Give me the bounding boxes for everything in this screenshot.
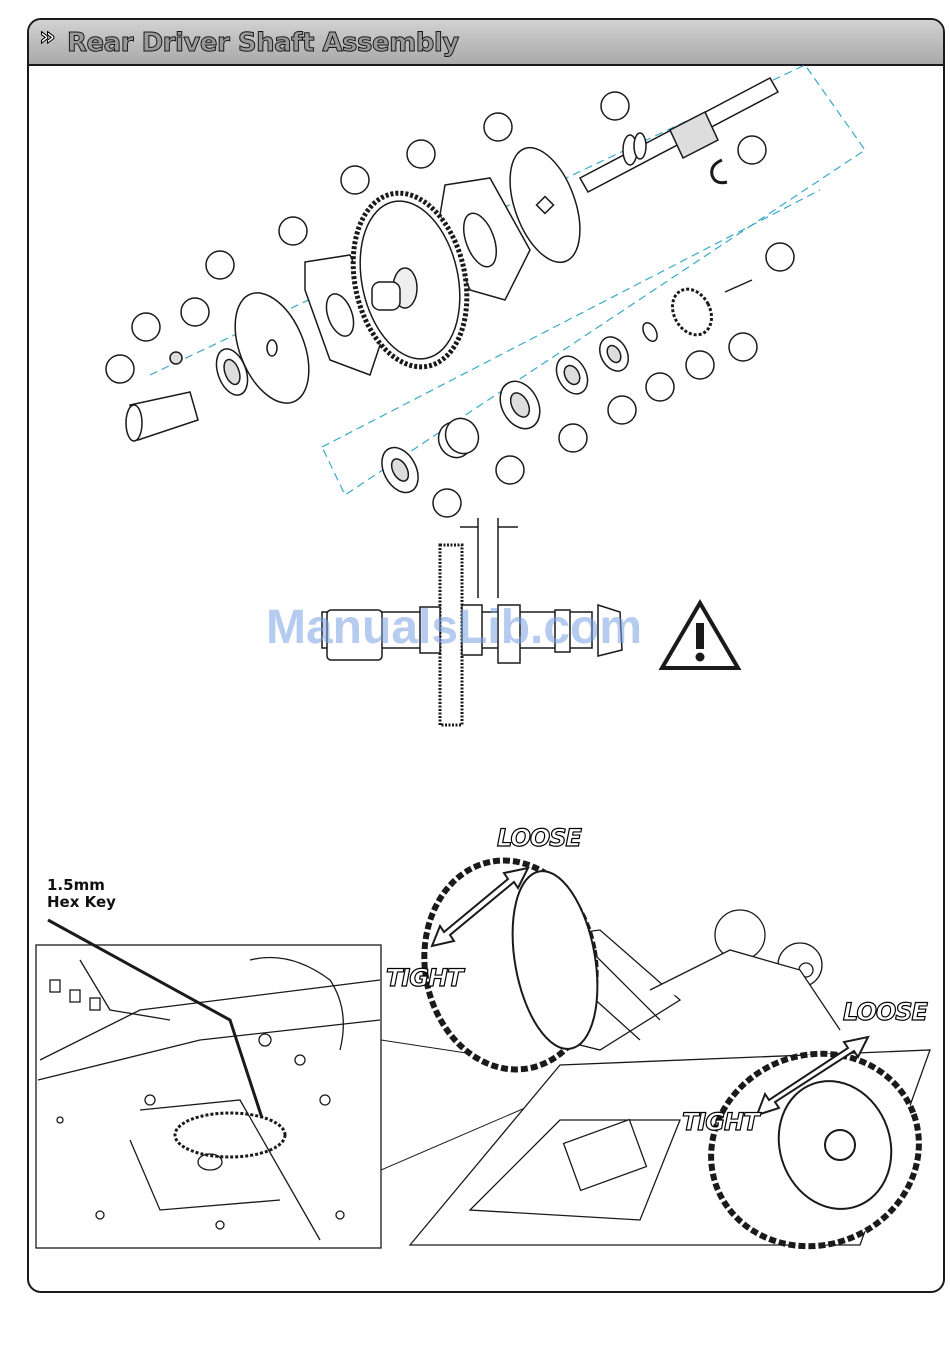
tool-name: Hex Key	[47, 894, 116, 911]
tool-label: 1.5mm Hex Key	[47, 877, 116, 911]
warning-triangle-icon	[662, 603, 738, 668]
outdrive-cup	[126, 345, 253, 441]
tight-label-left: TIGHT	[386, 964, 462, 992]
loose-label-right: LOOSE	[843, 998, 927, 1026]
tool-size: 1.5mm	[47, 877, 116, 894]
detail-inset	[36, 945, 381, 1248]
loose-label-top: LOOSE	[497, 824, 581, 852]
watermark: ManualsLib.com	[266, 600, 642, 655]
e-clip	[712, 160, 727, 183]
tight-label-right: TIGHT	[682, 1108, 758, 1136]
